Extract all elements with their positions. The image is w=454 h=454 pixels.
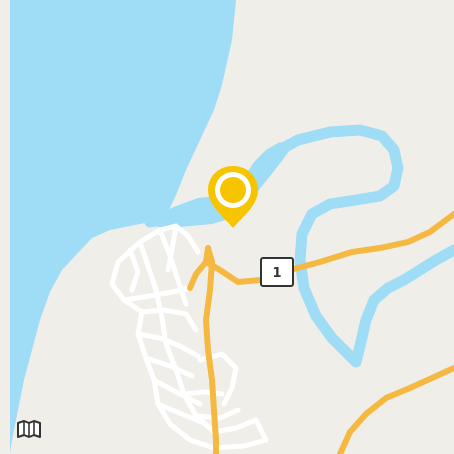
river-mouth bbox=[150, 142, 290, 228]
folded-map-icon bbox=[17, 420, 41, 438]
route-shield-label: 1 bbox=[272, 266, 281, 281]
road-southeast bbox=[337, 365, 454, 454]
road-south bbox=[203, 245, 219, 454]
sea-water bbox=[10, 0, 236, 454]
map-type-button[interactable] bbox=[12, 412, 46, 446]
town-roads bbox=[109, 223, 269, 451]
route-shield-1[interactable]: 1 bbox=[260, 257, 294, 287]
location-pin-icon[interactable] bbox=[208, 166, 258, 228]
